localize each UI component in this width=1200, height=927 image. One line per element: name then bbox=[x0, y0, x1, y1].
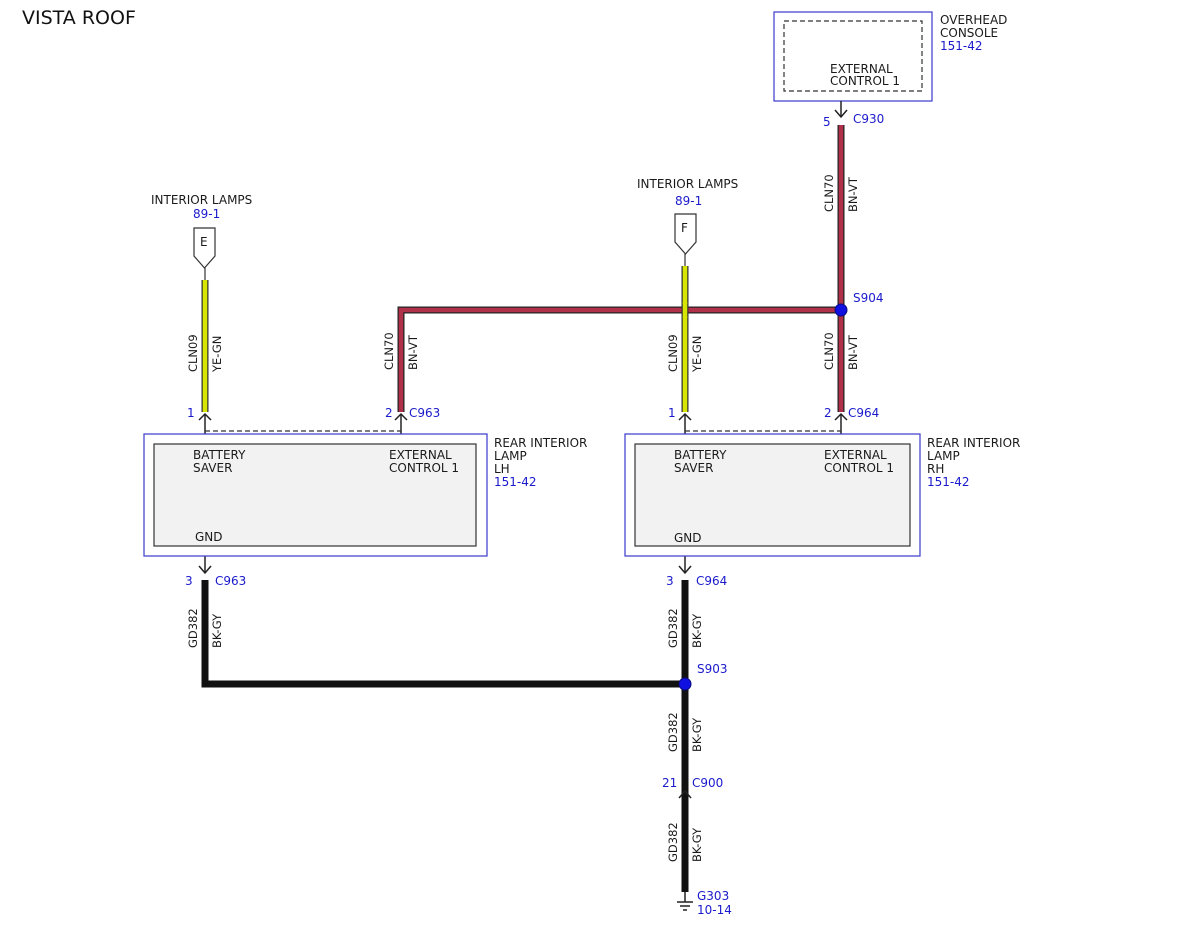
rh-name-2: LAMP bbox=[927, 449, 960, 463]
interior-lamps-f-name: INTERIOR LAMPS bbox=[637, 177, 738, 191]
c963-name-top: C963 bbox=[409, 406, 440, 420]
rh-pin1-label-2: SAVER bbox=[674, 461, 713, 475]
ground-ref: 10-14 bbox=[697, 903, 732, 917]
wire-cln70-network bbox=[397, 125, 845, 412]
c963-pin1: 1 bbox=[187, 406, 195, 420]
wire-label-cln70-rh-circuit: CLN70 bbox=[822, 332, 836, 370]
c900-chevron bbox=[678, 789, 692, 799]
c900-pin: 21 bbox=[662, 776, 677, 790]
interior-lamps-f-connector: INTERIOR LAMPS 89-1 F bbox=[637, 177, 738, 255]
splice-s903 bbox=[678, 677, 692, 691]
interior-lamps-e-ref: 89-1 bbox=[193, 207, 220, 221]
lh-name-2: LAMP bbox=[494, 449, 527, 463]
c900-name: C900 bbox=[692, 776, 723, 790]
wire-label-cln70-rh-color: BN-VT bbox=[846, 334, 860, 370]
rh-name-3: RH bbox=[927, 462, 944, 476]
console-name-1: OVERHEAD bbox=[940, 13, 1007, 27]
c964-pin3: 3 bbox=[666, 574, 674, 588]
overhead-console: EXTERNAL CONTROL 1 OVERHEAD CONSOLE 151-… bbox=[773, 11, 1007, 102]
rh-pin2-label-2: CONTROL 1 bbox=[824, 461, 894, 475]
rh-name-1: REAR INTERIOR bbox=[927, 436, 1020, 450]
wire-label-gd382-lh-color: BK-GY bbox=[210, 613, 224, 648]
wire-label-cln09-lh-color: YE-GN bbox=[210, 336, 224, 373]
interior-lamps-e-connector: INTERIOR LAMPS 89-1 E bbox=[151, 193, 252, 269]
wire-gd382-network bbox=[201, 580, 689, 892]
c930-name: C930 bbox=[853, 112, 884, 126]
console-name-2: CONSOLE bbox=[940, 26, 998, 40]
c963-name-bottom: C963 bbox=[215, 574, 246, 588]
splice-s904-label: S904 bbox=[853, 291, 884, 305]
c930-pin: 5 bbox=[823, 115, 831, 129]
rh-gnd-label: GND bbox=[674, 531, 702, 545]
wire-label-cln70-top-circuit: CLN70 bbox=[822, 174, 836, 212]
wire-label-gd382-rh-circuit: GD382 bbox=[666, 608, 680, 648]
connector-labels: 5 C930 1 2 C963 1 2 C964 3 C963 3 C964 2… bbox=[185, 112, 884, 790]
wire-label-cln70-top-color: BN-VT bbox=[846, 176, 860, 212]
wire-label-gd382-rh-color: BK-GY bbox=[690, 613, 704, 648]
interior-lamps-f-letter: F bbox=[681, 221, 688, 235]
interior-lamps-e-letter: E bbox=[200, 235, 208, 249]
wire-label-gd382-bottom-color: BK-GY bbox=[690, 827, 704, 862]
c963-pin2: 2 bbox=[385, 406, 393, 420]
rear-interior-lamp-rh: BATTERY SAVER EXTERNAL CONTROL 1 GND REA… bbox=[624, 433, 1020, 557]
lh-pin2-label-2: CONTROL 1 bbox=[389, 461, 459, 475]
lh-pin2-label-1: EXTERNAL bbox=[389, 448, 452, 462]
wire-label-gd382-lh-circuit: GD382 bbox=[186, 608, 200, 648]
c964-name-top: C964 bbox=[848, 406, 879, 420]
rh-ref: 151-42 bbox=[927, 475, 970, 489]
lh-gnd-label: GND bbox=[195, 530, 223, 544]
c964-pin2: 2 bbox=[824, 406, 832, 420]
lh-pin1-label-1: BATTERY bbox=[193, 448, 246, 462]
console-ref: 151-42 bbox=[940, 39, 983, 53]
wire-label-gd382-mid-circuit: GD382 bbox=[666, 712, 680, 752]
wire-label-cln70-lh-color: BN-VT bbox=[406, 334, 420, 370]
lh-pin1-label-2: SAVER bbox=[193, 461, 232, 475]
interior-lamps-e-name: INTERIOR LAMPS bbox=[151, 193, 252, 207]
wire-labels: CLN70 BN-VT CLN70 BN-VT CLN70 BN-VT CLN0… bbox=[186, 174, 860, 862]
lh-name-1: REAR INTERIOR bbox=[494, 436, 587, 450]
page-title: VISTA ROOF bbox=[22, 7, 136, 29]
rh-pin1-label-1: BATTERY bbox=[674, 448, 727, 462]
splice-s903-label: S903 bbox=[697, 662, 728, 676]
wire-label-cln70-lh-circuit: CLN70 bbox=[382, 332, 396, 370]
wire-label-gd382-bottom-circuit: GD382 bbox=[666, 822, 680, 862]
ground-name: G303 bbox=[697, 889, 729, 903]
console-pin-label-2: CONTROL 1 bbox=[830, 74, 900, 88]
c964-pin1: 1 bbox=[668, 406, 676, 420]
lh-ref: 151-42 bbox=[494, 475, 537, 489]
wire-label-cln09-rh-color: YE-GN bbox=[690, 336, 704, 373]
lh-name-3: LH bbox=[494, 462, 510, 476]
splice-s904 bbox=[834, 303, 848, 317]
ground-symbol bbox=[677, 892, 693, 911]
console-pin-label-1: EXTERNAL bbox=[830, 62, 893, 76]
interior-lamps-f-ref: 89-1 bbox=[675, 194, 702, 208]
wire-label-cln09-lh-circuit: CLN09 bbox=[186, 334, 200, 372]
c964-name-bottom: C964 bbox=[696, 574, 727, 588]
c963-pin3: 3 bbox=[185, 574, 193, 588]
wire-label-cln09-rh-circuit: CLN09 bbox=[666, 334, 680, 372]
wire-label-gd382-mid-color: BK-GY bbox=[690, 717, 704, 752]
rh-pin2-label-1: EXTERNAL bbox=[824, 448, 887, 462]
rear-interior-lamp-lh: BATTERY SAVER EXTERNAL CONTROL 1 GND REA… bbox=[143, 433, 587, 557]
